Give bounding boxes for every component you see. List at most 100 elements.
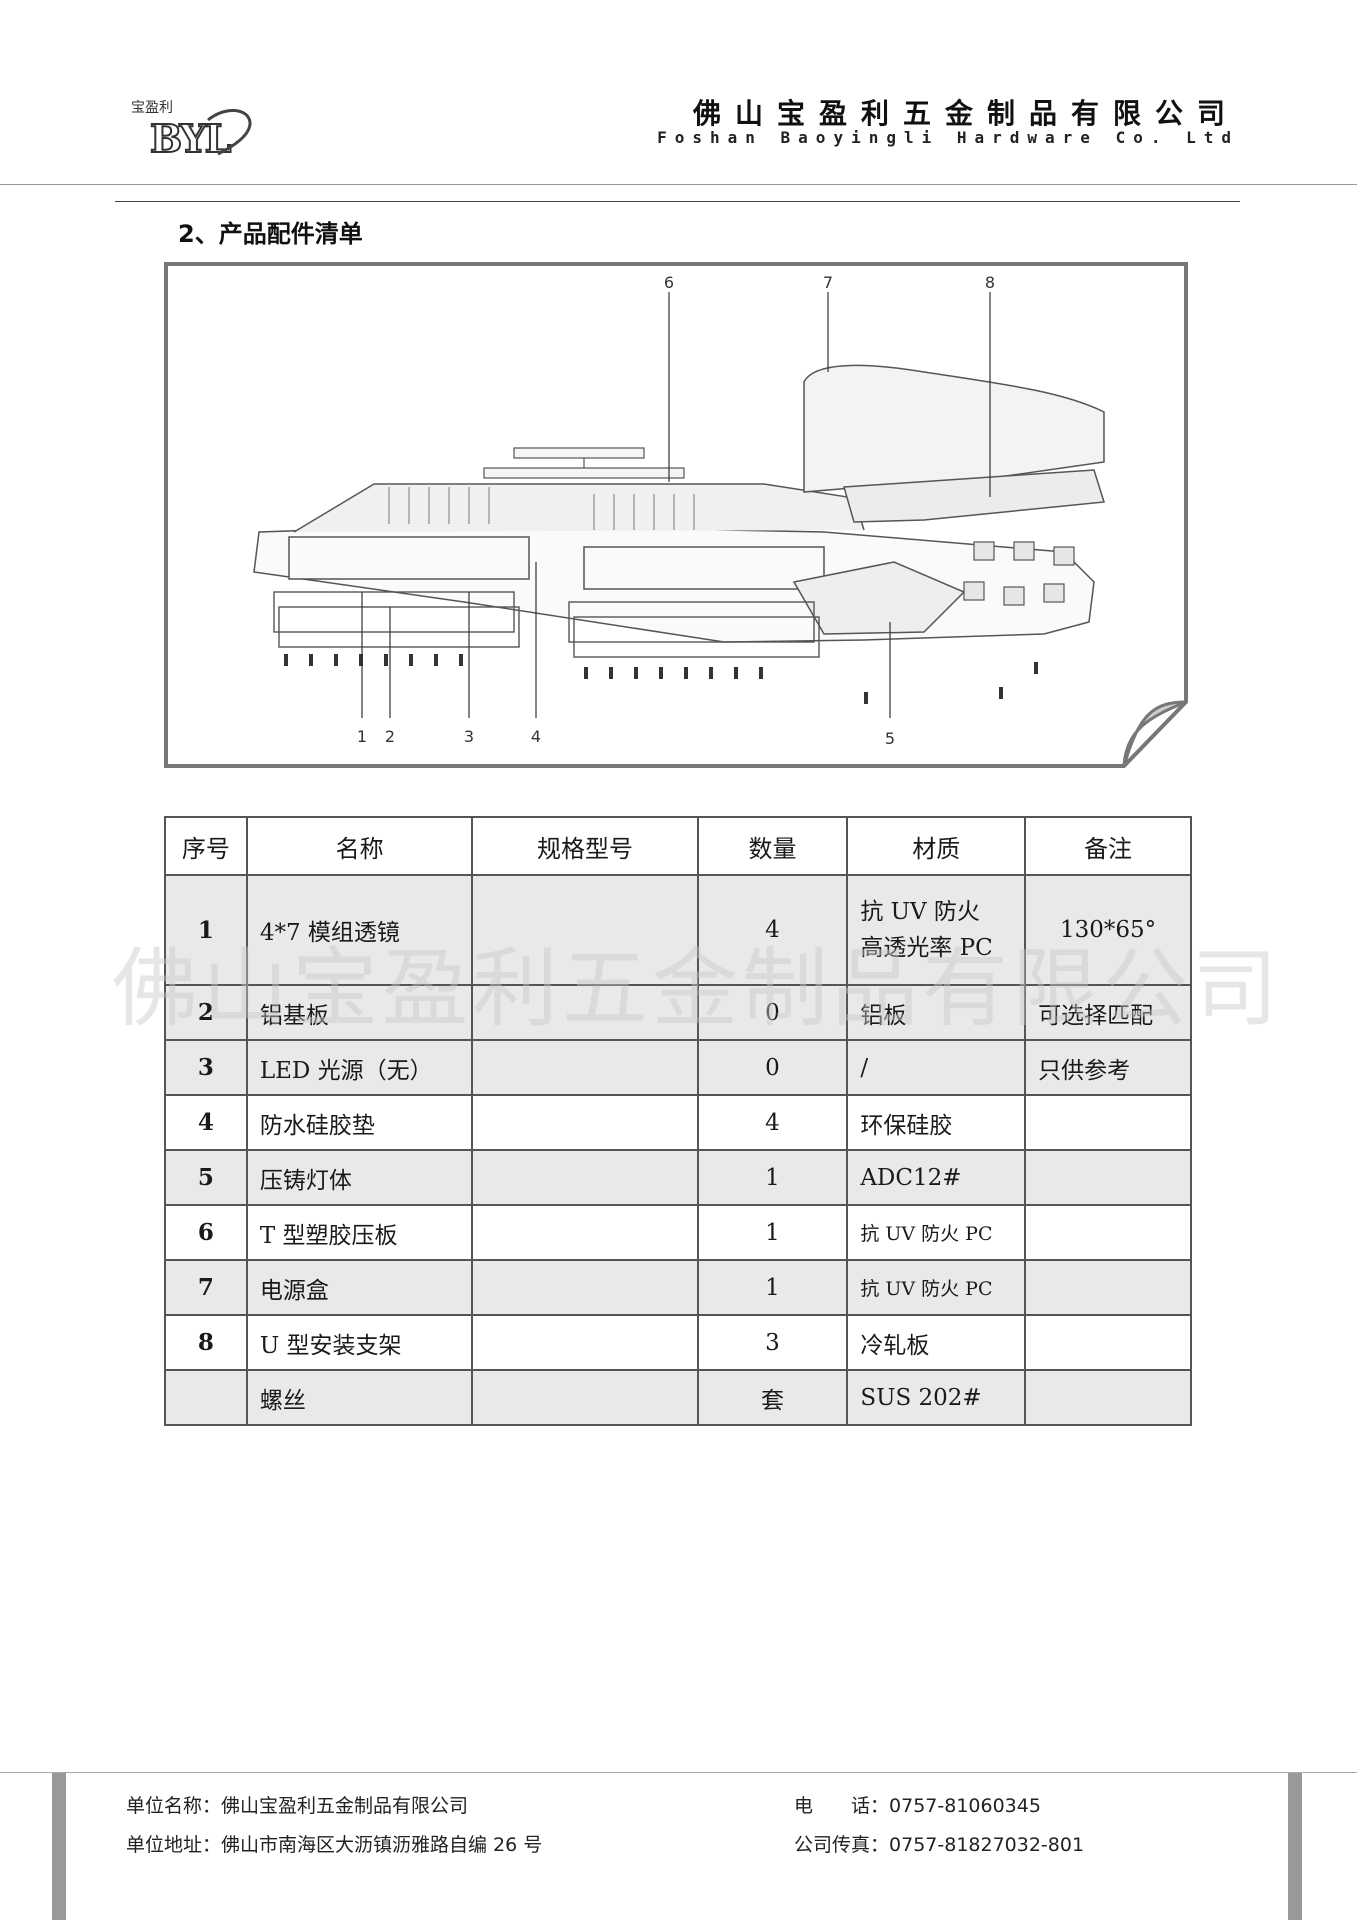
cell-note (1024, 1204, 1192, 1261)
cell-name: 4*7 模组透镜 (245, 874, 474, 986)
cell-name: T 型塑胶压板 (245, 1204, 474, 1261)
cell-qty: 4 (696, 1094, 849, 1151)
cell-no: 1 (164, 874, 248, 986)
header-qty: 数量 (696, 816, 849, 876)
table-row: 7 电源盒 1 抗 UV 防火 PC (164, 1259, 1192, 1316)
logo-letters: BYL (150, 116, 231, 160)
cell-material: 冷轧板 (846, 1314, 1027, 1371)
header-spec: 规格型号 (471, 816, 699, 876)
byl-logo-icon: BYL (149, 109, 252, 160)
cell-spec (471, 1314, 699, 1371)
table-row: 3 LED 光源（无） 0 / 只供参考 (164, 1039, 1192, 1096)
cell-material: 抗 UV 防火 高透光率 PC (846, 874, 1027, 986)
cell-note (1024, 1369, 1192, 1426)
cell-qty: 0 (696, 1039, 849, 1096)
cell-spec (471, 1039, 699, 1096)
cell-qty: 3 (696, 1314, 849, 1371)
table-row: 5 压铸灯体 1 ADC12# (164, 1149, 1192, 1206)
cell-spec (471, 1259, 699, 1316)
header-name: 名称 (245, 816, 474, 876)
cell-qty: 4 (696, 874, 849, 986)
parts-table: 序号 名称 规格型号 数量 材质 备注 1 4*7 模组透镜 4 抗 UV 防火… (164, 816, 1192, 1426)
footer-divider (0, 1772, 1357, 1773)
footer-fax-value: 0757-81827032-801 (889, 1834, 1085, 1856)
cell-note: 130*65° (1024, 874, 1192, 986)
cell-qty: 1 (696, 1259, 849, 1316)
cell-material: SUS 202# (846, 1369, 1027, 1426)
material-line-2: 高透光率 PC (860, 935, 993, 961)
cell-no: 3 (164, 1039, 248, 1096)
cell-spec (471, 1369, 699, 1426)
cell-name: U 型安装支架 (245, 1314, 474, 1371)
cell-spec (471, 1149, 699, 1206)
cell-name: 螺丝 (245, 1369, 474, 1426)
footer-telephone: 电 话：0757-81060345 (794, 1791, 1041, 1818)
header-material: 材质 (846, 816, 1027, 876)
cell-qty: 1 (696, 1149, 849, 1206)
footer-fax: 公司传真：0757-81827032-801 (794, 1830, 1084, 1857)
cell-material: 抗 UV 防火 PC (846, 1259, 1027, 1316)
cell-no: 5 (164, 1149, 248, 1206)
table-row: 6 T 型塑胶压板 1 抗 UV 防火 PC (164, 1204, 1192, 1261)
callout-1: 1 (357, 727, 367, 746)
table-row: 2 铝基板 0 铝板 可选择匹配 (164, 984, 1192, 1041)
cell-note (1024, 1149, 1192, 1206)
cell-no: 6 (164, 1204, 248, 1261)
footer-addr-value: 佛山市南海区大沥镇沥雅路自编 26 号 (221, 1834, 543, 1856)
company-name-en: Foshan Baoyingli Hardware Co. Ltd (657, 128, 1239, 147)
cell-spec (471, 984, 699, 1041)
cell-qty: 1 (696, 1204, 849, 1261)
footer-name-label: 单位名称： (126, 1795, 222, 1817)
header-note: 备注 (1024, 816, 1192, 876)
footer-tel-value: 0757-81060345 (889, 1795, 1041, 1817)
cell-name: 电源盒 (245, 1259, 474, 1316)
cell-spec (471, 874, 699, 986)
material-line-1: 抗 UV 防火 (860, 899, 980, 925)
cell-material: 环保硅胶 (846, 1094, 1027, 1151)
cell-material: 抗 UV 防火 PC (846, 1204, 1027, 1261)
table-row: 4 防水硅胶垫 4 环保硅胶 (164, 1094, 1192, 1151)
footer-tel-label: 电 话： (794, 1795, 890, 1817)
cell-note (1024, 1314, 1192, 1371)
cell-no: 2 (164, 984, 248, 1041)
header-no: 序号 (164, 816, 248, 876)
section-title: 2、产品配件清单 (178, 220, 363, 248)
cell-material: ADC12# (846, 1149, 1027, 1206)
cell-note (1024, 1094, 1192, 1151)
cell-note: 只供参考 (1024, 1039, 1192, 1096)
callout-2: 2 (385, 727, 395, 746)
table-row: 8 U 型安装支架 3 冷轧板 (164, 1314, 1192, 1371)
callout-5: 5 (885, 729, 895, 748)
cell-no (164, 1369, 248, 1426)
cell-note: 可选择匹配 (1024, 984, 1192, 1041)
footer-bar-left (52, 1773, 66, 1920)
cell-name: 防水硅胶垫 (245, 1094, 474, 1151)
header-rule (115, 201, 1240, 202)
callout-7: 7 (823, 273, 833, 292)
company-name-cn: 佛山宝盈利五金制品有限公司 (692, 97, 1239, 130)
cell-no: 7 (164, 1259, 248, 1316)
cell-qty: 0 (696, 984, 849, 1041)
callout-4: 4 (531, 727, 541, 746)
table-row: 1 4*7 模组透镜 4 抗 UV 防火 高透光率 PC 130*65° (164, 874, 1192, 986)
footer-bar-right (1288, 1773, 1302, 1920)
callout-6: 6 (664, 273, 674, 292)
callout-3: 3 (464, 727, 474, 746)
footer-name-value: 佛山宝盈利五金制品有限公司 (221, 1795, 469, 1817)
cell-name: 压铸灯体 (245, 1149, 474, 1206)
cell-spec (471, 1094, 699, 1151)
header-divider (0, 184, 1357, 185)
cell-material: / (846, 1039, 1027, 1096)
cell-spec (471, 1204, 699, 1261)
logo-text: 宝盈利 (131, 100, 173, 116)
footer-company-address: 单位地址：佛山市南海区大沥镇沥雅路自编 26 号 (126, 1830, 542, 1857)
cell-note (1024, 1259, 1192, 1316)
callout-8: 8 (985, 273, 995, 292)
footer-fax-label: 公司传真： (794, 1834, 890, 1856)
cell-name: LED 光源（无） (245, 1039, 474, 1096)
exploded-parts-diagram: 6 7 8 1 2 3 4 5 (164, 262, 1188, 768)
cell-no: 4 (164, 1094, 248, 1151)
table-header-row: 序号 名称 规格型号 数量 材质 备注 (164, 816, 1192, 876)
cell-material: 铝板 (846, 984, 1027, 1041)
table-row: 螺丝 套 SUS 202# (164, 1369, 1192, 1426)
